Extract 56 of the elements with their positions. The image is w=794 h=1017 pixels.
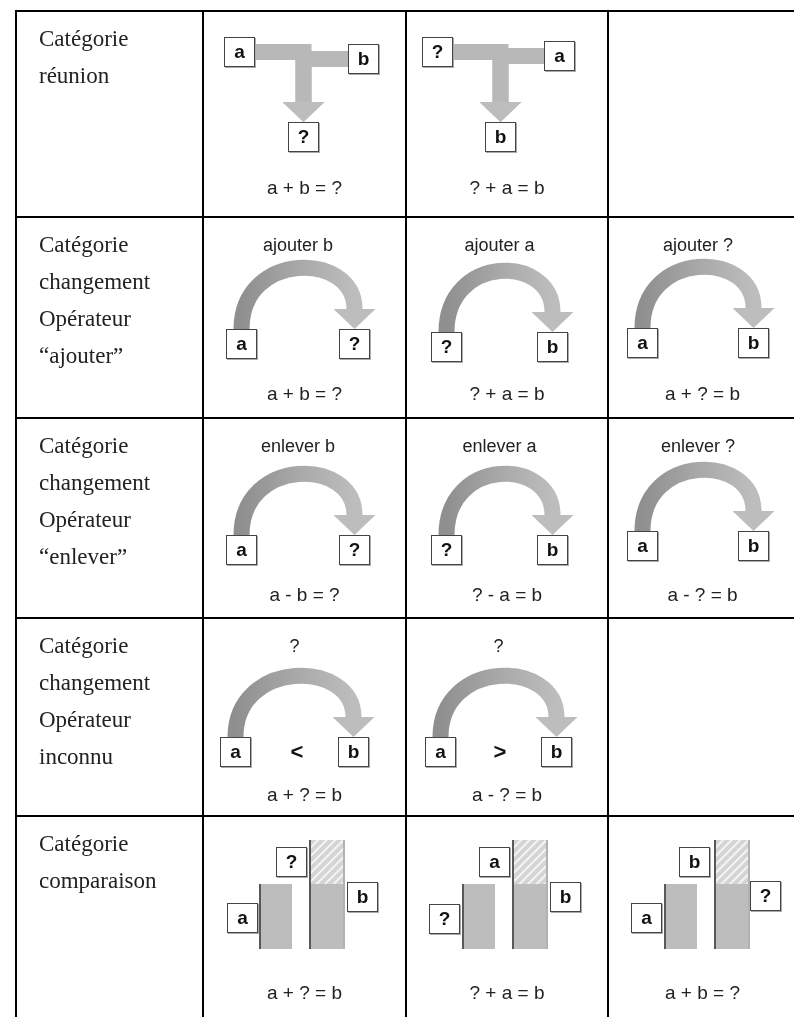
variable-box: b bbox=[485, 122, 516, 152]
variable-box: b bbox=[541, 737, 572, 767]
equation: ? + a = b bbox=[469, 176, 545, 200]
equation: a + ? = b bbox=[267, 981, 342, 1005]
diagram-cell bbox=[204, 12, 407, 218]
variable-box: ? bbox=[288, 122, 319, 152]
diagram-cell bbox=[204, 419, 407, 619]
equation: a - b = ? bbox=[269, 583, 340, 607]
variable-box: a bbox=[479, 847, 510, 877]
diagram-cell bbox=[407, 12, 609, 218]
variable-box: b bbox=[679, 847, 710, 877]
variable-box: a bbox=[224, 37, 255, 67]
variable-box: b bbox=[347, 882, 378, 912]
variable-box: b bbox=[738, 531, 769, 561]
variable-box: ? bbox=[429, 904, 460, 934]
variable-box: a bbox=[226, 535, 257, 565]
comparison-sign: < bbox=[290, 739, 304, 765]
variable-box: b bbox=[537, 332, 568, 362]
variable-box: a bbox=[425, 737, 456, 767]
variable-box: a bbox=[226, 329, 257, 359]
variable-box: a bbox=[627, 531, 658, 561]
equation: a + b = ? bbox=[267, 176, 342, 200]
variable-box: ? bbox=[431, 535, 462, 565]
equation: a - ? = b bbox=[471, 783, 543, 807]
variable-box: ? bbox=[431, 332, 462, 362]
variable-box: b bbox=[348, 44, 379, 74]
diagram-cell bbox=[407, 619, 609, 817]
equation: a + b = ? bbox=[665, 981, 740, 1005]
variable-box: a bbox=[544, 41, 575, 71]
variable-box: ? bbox=[750, 881, 781, 911]
diagram-cell bbox=[204, 619, 407, 817]
equation: a + ? = b bbox=[665, 382, 740, 406]
variable-box: b bbox=[738, 328, 769, 358]
variable-box: ? bbox=[339, 329, 370, 359]
variable-box: b bbox=[537, 535, 568, 565]
variable-box: ? bbox=[339, 535, 370, 565]
variable-box: b bbox=[550, 882, 581, 912]
diagram-cell bbox=[407, 218, 609, 419]
diagram-cell bbox=[407, 419, 609, 619]
variable-box: a bbox=[220, 737, 251, 767]
equation: a + ? = b bbox=[267, 783, 342, 807]
variable-box: a bbox=[227, 903, 258, 933]
equation: a + b = ? bbox=[267, 382, 342, 406]
variable-box: b bbox=[338, 737, 369, 767]
variable-box: a bbox=[631, 903, 662, 933]
arrow bbox=[282, 51, 348, 122]
diagram-cell bbox=[204, 218, 407, 419]
equation: a - ? = b bbox=[667, 583, 738, 607]
equation: ? - a = b bbox=[471, 583, 543, 607]
equation: ? + a = b bbox=[469, 981, 545, 1005]
arrow bbox=[227, 668, 375, 739]
variable-box: ? bbox=[422, 37, 453, 67]
variable-box: ? bbox=[276, 847, 307, 877]
variable-box: a bbox=[627, 328, 658, 358]
comparison-sign: > bbox=[493, 739, 507, 765]
equation: ? + a = b bbox=[469, 382, 545, 406]
